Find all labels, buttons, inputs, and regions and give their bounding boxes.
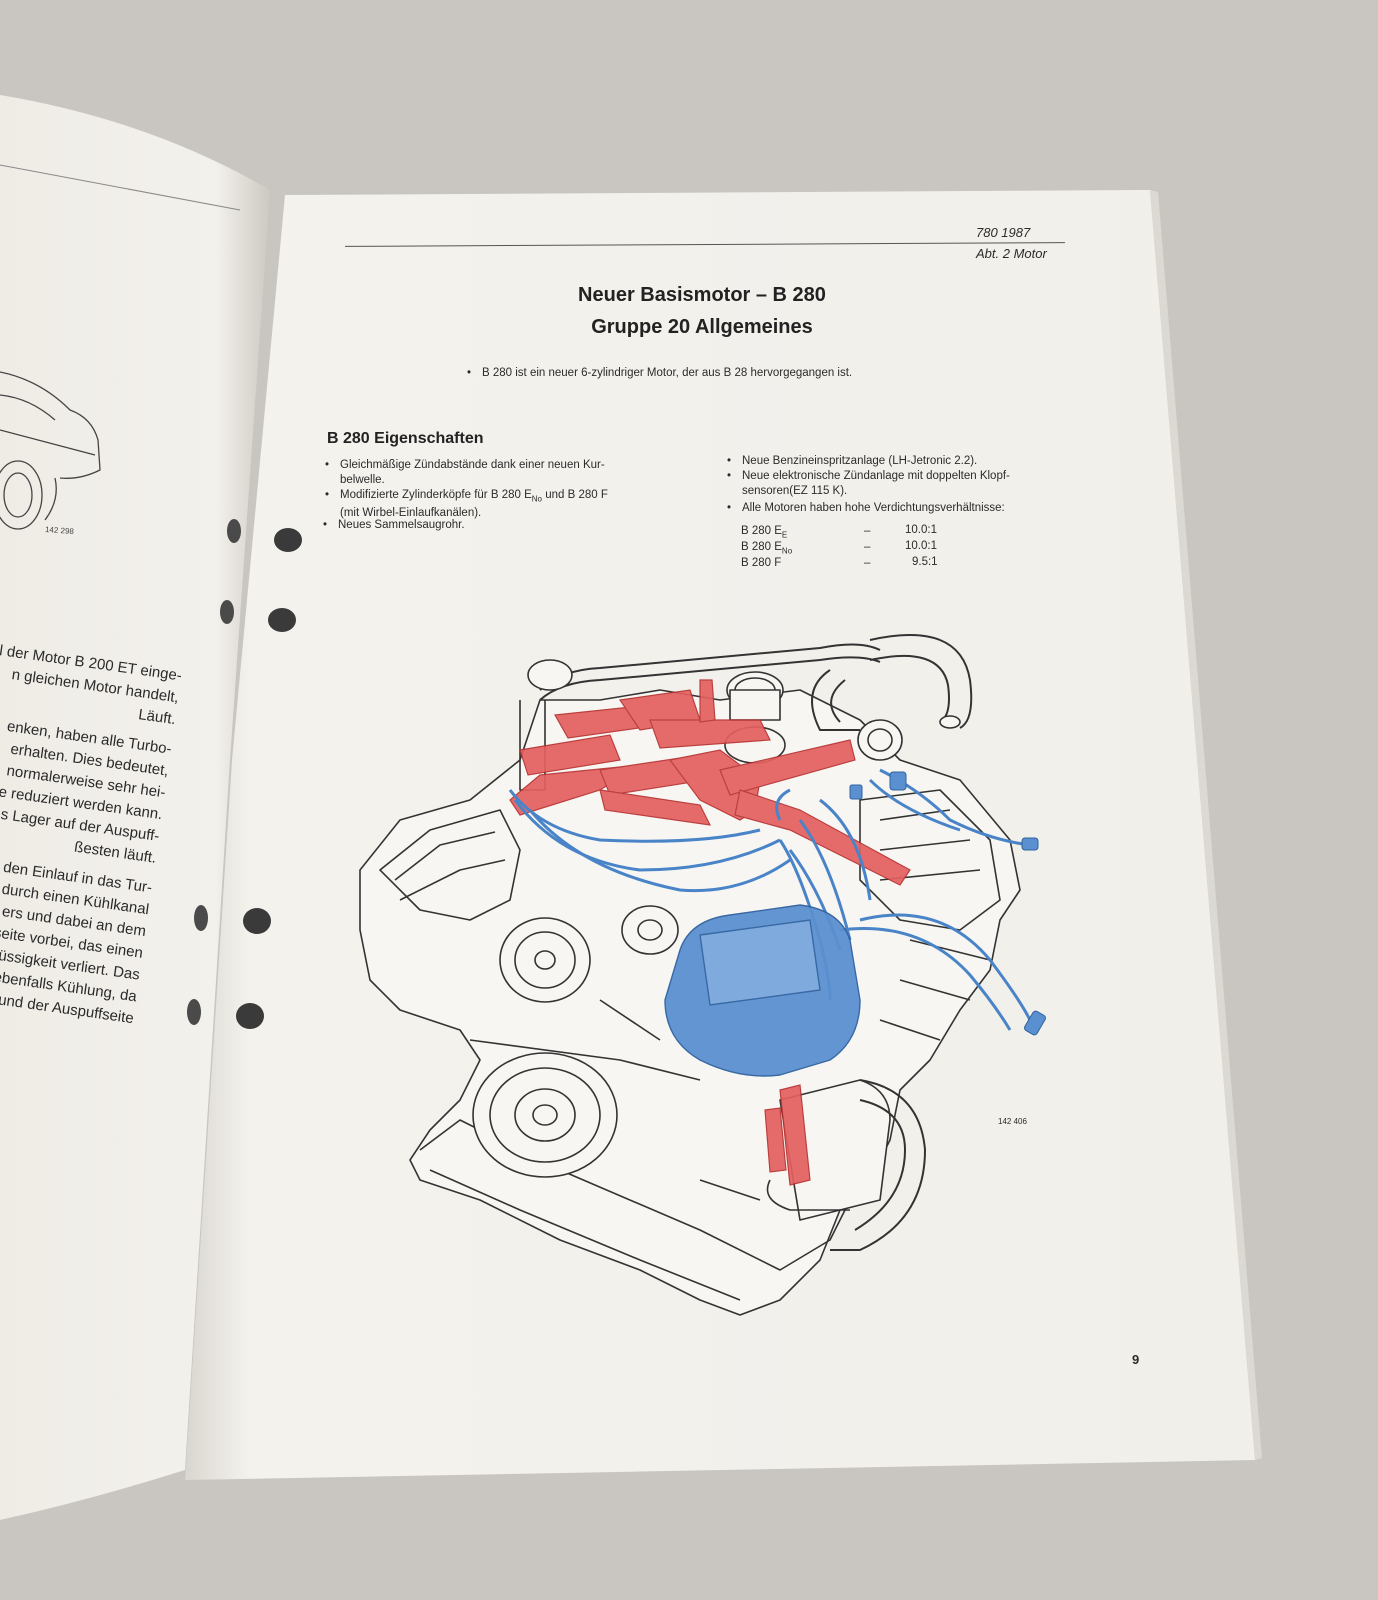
- intake-manifold-red: [509, 679, 911, 1186]
- ignition-leads-blue: [508, 768, 1032, 1031]
- punch-holes: [187, 519, 302, 1029]
- left-page: [0, 95, 270, 1520]
- car-sketch: [0, 371, 101, 530]
- knock-sensor-plugs: [849, 771, 1046, 1036]
- distributor-cap-blue: [664, 904, 861, 1077]
